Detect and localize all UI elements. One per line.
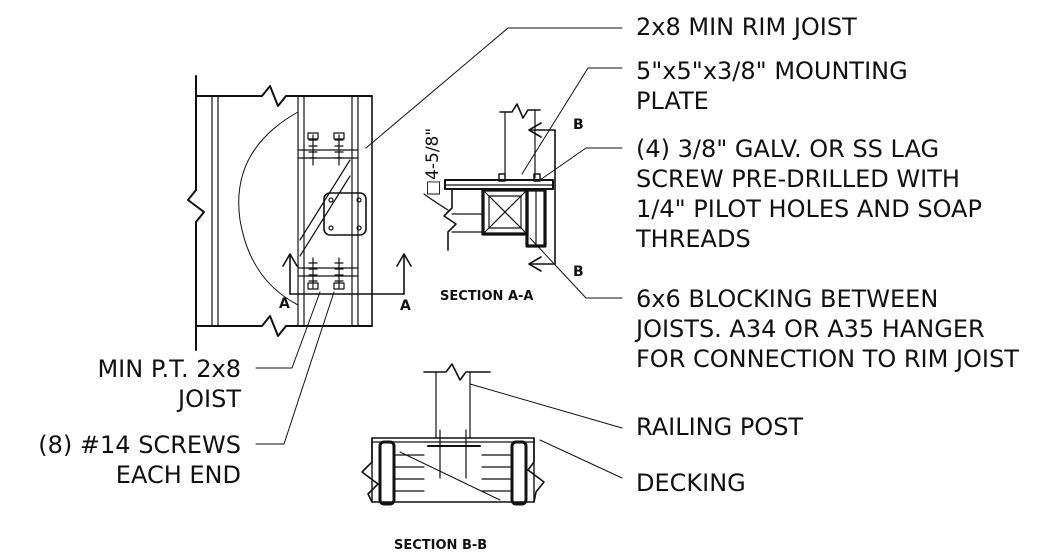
label-joist-line2: JOIST	[178, 385, 241, 413]
section-mark-b-top: B	[573, 117, 584, 133]
label-lag-screw-line3: 1/4" PILOT HOLES AND SOAP	[636, 195, 982, 223]
section-mark-a-left: A	[279, 296, 290, 312]
plan-view	[187, 75, 412, 351]
label-screws-line1: (8) #14 SCREWS	[38, 431, 241, 459]
section-a-a-drawing	[423, 103, 556, 272]
section-mark-b-bottom: B	[573, 264, 584, 280]
label-mounting-plate-line1: 5"x5"x3/8" MOUNTING	[636, 57, 908, 85]
label-lag-screw-line2: SCREW PRE-DRILLED WITH	[636, 165, 960, 193]
label-screws-line2: EACH END	[115, 461, 241, 489]
label-lag-screw-line4: THREADS	[636, 225, 751, 253]
label-lag-screw-line1: (4) 3/8" GALV. OR SS LAG	[636, 135, 940, 163]
label-railing-post: RAILING POST	[636, 413, 804, 441]
label-blocking-line3: FOR CONNECTION TO RIM JOIST	[636, 345, 1019, 373]
section-b-b-caption: SECTION B-B	[394, 538, 488, 553]
label-blocking-line1: 6x6 BLOCKING BETWEEN	[636, 285, 939, 313]
label-mounting-plate-line2: PLATE	[636, 87, 709, 115]
leader-lines	[255, 27, 623, 479]
section-mark-a-right: A	[400, 298, 411, 314]
label-decking: DECKING	[636, 469, 746, 497]
label-joist-line1: MIN P.T. 2x8	[97, 355, 241, 383]
section-a-a-caption: SECTION A-A	[440, 289, 534, 304]
dimension-post-size: □4-5/8"	[423, 127, 443, 196]
label-blocking-line2: JOISTS. A34 OR A35 HANGER	[636, 315, 985, 343]
label-rim-joist: 2x8 MIN RIM JOIST	[636, 13, 857, 41]
section-b-b-drawing	[361, 363, 545, 506]
